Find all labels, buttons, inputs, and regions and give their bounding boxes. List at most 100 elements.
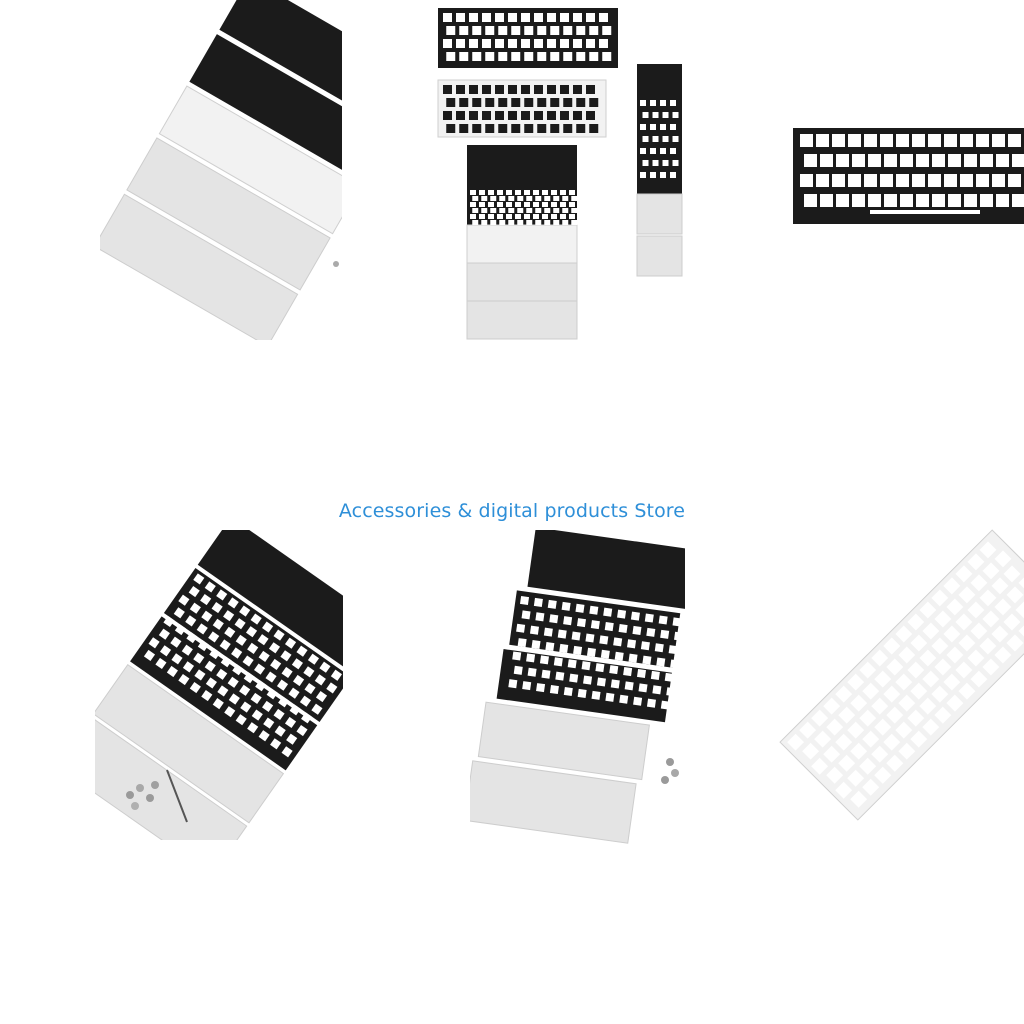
key-cutout [291, 658, 303, 670]
key-cutout [515, 190, 521, 195]
key-cutout [159, 645, 172, 657]
key-cutout [650, 148, 656, 154]
key-cutout [194, 669, 206, 681]
key-cutout [850, 790, 868, 808]
key-cutout [560, 111, 569, 120]
key-cutout [459, 26, 469, 35]
key-cutout [562, 220, 569, 225]
key-cutout [472, 124, 482, 133]
key-cutout [569, 190, 575, 195]
key-cutout [884, 194, 897, 207]
key-cutout [658, 615, 668, 625]
acrylic-panel-1 [126, 137, 331, 291]
key-cutout [485, 26, 495, 35]
key-cutout [301, 712, 313, 724]
key-cutout [311, 703, 323, 715]
key-cutout [932, 154, 945, 167]
key-cutout [955, 613, 973, 631]
key-cutout [446, 124, 456, 133]
key-cutout [193, 652, 205, 664]
key-cutout [270, 658, 282, 671]
key-cutout [1012, 154, 1024, 167]
key-cutout [976, 174, 989, 187]
key-cutout [223, 610, 235, 622]
key-cutout [964, 154, 977, 167]
key-cutout [970, 622, 988, 640]
key-cutout [644, 613, 654, 623]
key-cutout [609, 665, 619, 675]
key-cutout [171, 653, 183, 665]
key-cutout [617, 609, 627, 619]
key-cutout [992, 174, 1005, 187]
key-cutout [654, 643, 664, 653]
key-cutout [922, 622, 940, 640]
key-cutout [636, 668, 647, 679]
key-cutout [630, 611, 640, 621]
key-cutout [499, 196, 506, 201]
key-cutout [670, 124, 676, 130]
key-cutout [862, 778, 880, 796]
key-cutout [555, 671, 565, 681]
key-cutout [446, 26, 456, 35]
key-cutout [557, 629, 567, 639]
key-cutout [517, 220, 524, 225]
key-cutout [640, 148, 646, 154]
key-cutout [495, 13, 504, 22]
key-cutout [479, 190, 485, 195]
key-cutout [900, 194, 913, 207]
key-cutout [660, 124, 666, 130]
screws-icon [661, 758, 679, 784]
key-cutout [586, 111, 595, 120]
key-cutout [618, 623, 628, 634]
key-cutout [490, 208, 497, 213]
key-cutout [838, 754, 856, 772]
key-cutout [307, 653, 320, 665]
key-cutout [224, 706, 236, 718]
key-cutout [204, 581, 216, 593]
key-cutout [576, 98, 586, 107]
key-cutout [550, 98, 560, 107]
key-cutout [278, 696, 290, 708]
black-top-plate [527, 530, 685, 610]
key-cutout [590, 620, 600, 630]
product-photo-rotated-stack [100, 0, 342, 340]
key-cutout [563, 52, 573, 61]
key-cutout [652, 160, 659, 166]
key-cutout [660, 700, 670, 710]
key-cutout [497, 202, 503, 207]
key-cutout [472, 196, 479, 201]
key-cutout [943, 625, 961, 643]
key-cutout [599, 39, 608, 48]
key-cutout [586, 39, 595, 48]
black-plate-closeup-image [793, 128, 1024, 224]
key-cutout [848, 134, 861, 147]
dark-plate [496, 649, 672, 723]
key-cutout [182, 661, 195, 673]
product-photo-black-plate [790, 120, 1024, 230]
key-cutout [632, 625, 642, 635]
key-cutout [533, 190, 539, 195]
key-cutout [672, 112, 679, 118]
key-cutout [508, 208, 515, 213]
key-cutout [576, 124, 586, 133]
key-cutout [623, 667, 633, 677]
key-cutout [991, 577, 1009, 595]
white-switch-plate [158, 85, 342, 235]
key-cutout [289, 704, 301, 716]
keyboard-plate-overview-image [437, 8, 683, 340]
key-cutout [652, 136, 659, 142]
key-cutout [250, 613, 262, 625]
key-cutout [638, 683, 648, 693]
acrylic-panel-2 [100, 193, 299, 340]
acrylic-panel-1 [95, 663, 285, 824]
key-cutout [529, 625, 540, 635]
key-cutout [664, 672, 674, 682]
key-cutout [982, 610, 1000, 628]
key-cutout [495, 85, 504, 94]
key-cutout [960, 174, 973, 187]
key-cutout [498, 124, 508, 133]
key-cutout [1008, 134, 1021, 147]
key-cutout [931, 685, 949, 703]
key-cutout [627, 639, 637, 649]
key-cutout [650, 172, 656, 178]
